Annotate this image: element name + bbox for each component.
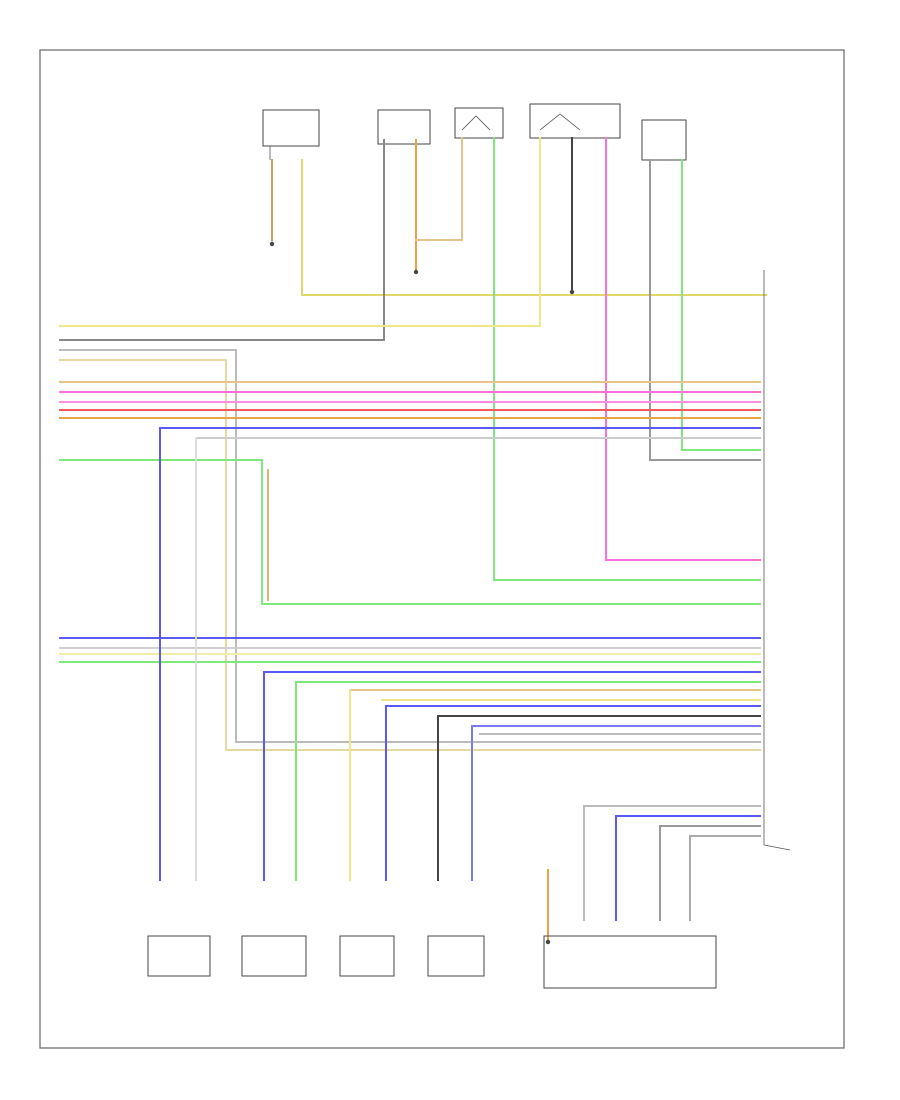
wire-h2 — [59, 359, 761, 751]
motor-component-1 — [147, 935, 211, 977]
wire-green-mid — [59, 459, 761, 605]
wire-relay-tan — [415, 137, 463, 241]
passenger-seat-switch-component — [529, 103, 621, 139]
relay-component — [454, 107, 504, 139]
wire-relay-green — [493, 137, 761, 581]
wire-br-gray-2 — [659, 825, 761, 921]
seat-motor-module — [543, 935, 717, 989]
wire-buckle-gray — [649, 159, 761, 461]
control-module-connector — [763, 270, 791, 851]
ground-symbols — [269, 241, 575, 945]
wire-buckle-green — [681, 159, 761, 451]
motor-component-3 — [339, 935, 395, 977]
wire-br-gray-1 — [583, 805, 761, 921]
wire-pswitch-yellow — [59, 137, 541, 327]
motor-component-4 — [427, 935, 485, 977]
lumbar-motor-component — [377, 109, 431, 145]
wire-br-gray-3 — [689, 835, 761, 921]
left-lumbar-switch — [262, 109, 320, 160]
seat-belt-buckle-component — [641, 119, 687, 161]
wire-harness — [59, 137, 767, 941]
wire-h1 — [59, 349, 761, 743]
wire-pswitch-pink — [605, 137, 761, 561]
diagram-frame — [39, 49, 845, 1049]
motor-component-2 — [241, 935, 307, 977]
wire-lumbar-yellow — [301, 159, 767, 296]
wire-motor-gray — [59, 139, 385, 341]
wire-br-blue — [615, 815, 761, 921]
